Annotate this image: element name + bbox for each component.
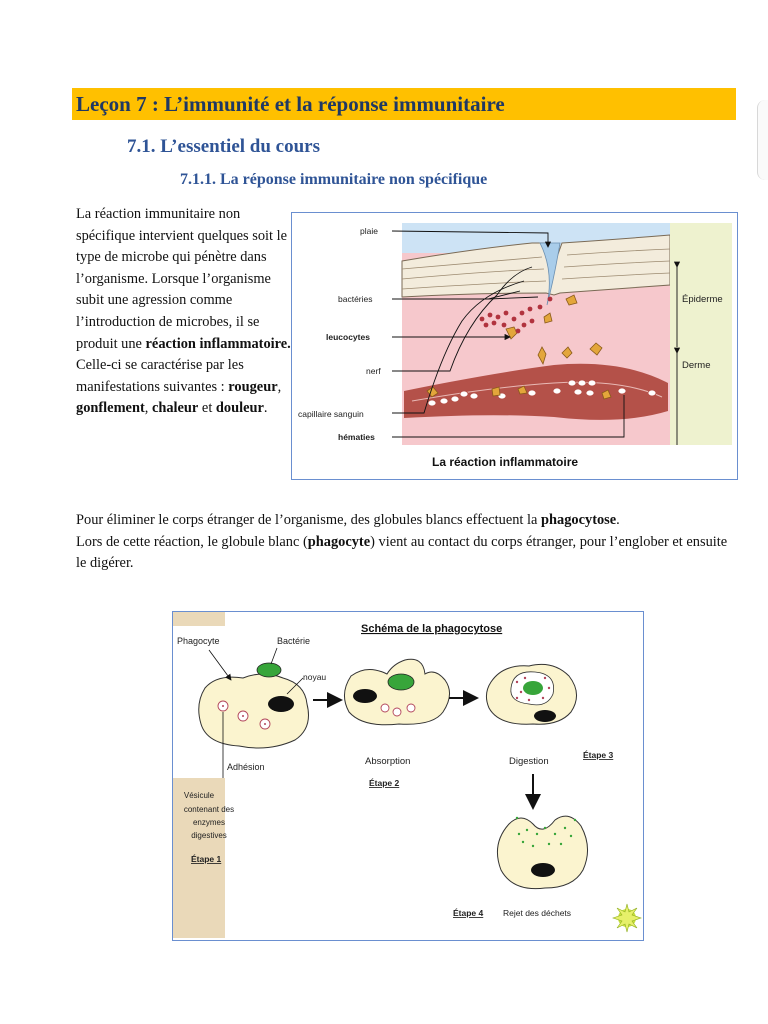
sidebar-bottom [173, 778, 225, 938]
para1-end: . [616, 512, 620, 528]
inflammation-diagram: plaie bactéries leucocytes nerf capillai… [298, 223, 732, 469]
label-etape4: Étape 4 [453, 908, 484, 918]
label-nerf: nerf [366, 366, 381, 376]
intro-text: Celle-ci se caractérise par les manifest… [76, 357, 244, 395]
figure2-title: Schéma de la phagocytose [361, 623, 502, 635]
intro-text: La réaction immunitaire non spécifique i… [76, 206, 288, 352]
intro-text: et [198, 400, 216, 417]
label-capillaire: capillaire sanguin [298, 409, 364, 419]
label-bacterie: Bactérie [277, 636, 310, 646]
side-panel [670, 223, 732, 445]
label-adhesion: Adhésion [227, 762, 265, 772]
leukocytes [426, 294, 612, 400]
inflammation-figure: plaie bactéries leucocytes nerf capillai… [291, 212, 738, 480]
wound [539, 242, 561, 306]
label-leucocytes: leucocytes [326, 332, 370, 342]
intro-bold-rougeur: rougeur [228, 378, 278, 395]
intro-text: , [144, 400, 152, 417]
label-noyau: noyau [303, 672, 326, 682]
label-digestion: Digestion [509, 756, 549, 767]
red-blood-cells [427, 379, 657, 407]
label-phagocyte: Phagocyte [177, 636, 220, 646]
intro-paragraph: La réaction immunitaire non spécifique i… [76, 204, 291, 420]
subsection-title: 7.1.1. La réponse immunitaire non spécif… [180, 171, 488, 188]
sidebar-top [173, 612, 225, 626]
intro-bold-chaleur: chaleur [151, 400, 199, 417]
figure1-caption: La réaction inflammatoire [432, 455, 578, 469]
label-vesicule-3: enzymes [193, 818, 225, 827]
section-title: 7.1. L’essentiel du cours [127, 136, 321, 157]
label-vesicule-1: Vésicule [184, 791, 215, 800]
label-vesicule-4: digestives [191, 831, 227, 840]
label-etape3: Étape 3 [583, 750, 614, 760]
nucleus-1 [268, 696, 294, 712]
bacteria [479, 296, 553, 334]
label-rejet: Rejet des déchets [503, 908, 571, 918]
debris-dots [515, 816, 577, 848]
label-plaie: plaie [360, 226, 378, 236]
phagocyte-cell-4 [496, 815, 588, 890]
nucleus-3 [534, 710, 556, 722]
para2-bold: phagocyte [307, 533, 371, 550]
nucleus-4 [531, 863, 555, 877]
label-absorption: Absorption [365, 756, 410, 767]
phagocyte-cell-1 [198, 673, 309, 749]
intro-bold-douleur: douleur [215, 400, 264, 417]
waste-starburst-icon [612, 903, 642, 933]
intro-text: , [277, 378, 282, 395]
intro-text: . [263, 400, 268, 417]
label-hematies: hématies [338, 432, 375, 442]
phagocytosis-diagram: Schéma de la phagocytose [173, 612, 642, 938]
nucleus-2 [353, 689, 377, 703]
bacterium-1 [256, 662, 282, 678]
para1-bold: phagocytose [541, 512, 617, 528]
label-etape1: Étape 1 [191, 854, 222, 864]
phagocyte-cell-2 [344, 658, 450, 726]
label-bacteries: bactéries [338, 294, 373, 304]
lesson-title-banner: Leçon 7 : L’immunité et la réponse immun… [72, 88, 736, 120]
scroll-handle[interactable] [757, 100, 768, 180]
intro-bold-reaction: réaction inflammatoire. [145, 335, 291, 352]
lesson-title: Leçon 7 : L’immunité et la réponse immun… [76, 92, 505, 116]
bacterium-3 [523, 681, 543, 695]
intro-bold-gonflement: gonflement [76, 400, 145, 417]
para1-text: Pour éliminer le corps étranger de l’org… [76, 512, 542, 528]
label-epiderme: Épiderme [682, 294, 723, 305]
bacterium-2 [387, 673, 415, 691]
label-vesicule-2: contenant des [184, 805, 234, 814]
para2-text: Lors de cette réaction, le globule blanc… [76, 533, 308, 550]
phagocytosis-paragraph: Pour éliminer le corps étranger de l’org… [76, 510, 740, 575]
enzyme-dots-3 [515, 676, 551, 702]
para2-text: ) vient au contact du corps étranger, po… [76, 533, 728, 572]
phagocytosis-figure: Schéma de la phagocytose [172, 611, 644, 941]
label-derme: Derme [682, 360, 711, 371]
vesicles-2 [380, 703, 416, 717]
label-etape2: Étape 2 [369, 778, 400, 788]
